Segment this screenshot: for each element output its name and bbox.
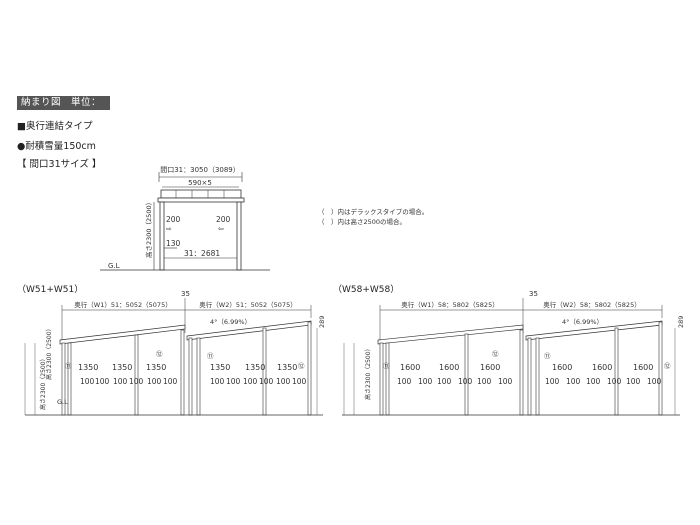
left-post-11: 100 (276, 377, 291, 386)
right-span-3: 1600 (480, 363, 500, 372)
left-post-10: 100 (259, 377, 274, 386)
size-heading: 【 間口31サイズ 】 (17, 159, 102, 170)
left-span-6: 1350 (277, 363, 297, 372)
left-marker-1: ⑪ (65, 362, 72, 370)
left-right-height: 289 (318, 316, 326, 328)
left-post-6: 100 (163, 377, 178, 386)
left-joint: 35 (181, 290, 190, 298)
left-height-a: 高さ2300（2500） (45, 325, 53, 380)
right-post-8: 100 (566, 377, 581, 386)
arrow-right-icon: ⇨ (166, 225, 172, 233)
left-post-12: 100 (292, 377, 307, 386)
right-span-1: 1600 (400, 363, 420, 372)
right-marker-1: ⑪ (383, 362, 390, 370)
right-span-5: 1600 (592, 363, 612, 372)
left-marker-4: ⑫ (298, 362, 305, 370)
right-post-5: 100 (477, 377, 492, 386)
left-post-3: 100 (113, 377, 128, 386)
front-elevation-drawing: 間口31：3050（3089） 590×5 200 ⇨ 200 ⇦ 130 31… (100, 166, 270, 271)
right-section-title: （W58+W58） (333, 285, 400, 295)
units-badge: 納まり図 単位：mm (17, 96, 110, 122)
left-span-1: 1350 (78, 363, 98, 372)
left-post-8: 100 (226, 377, 241, 386)
left-post-4: 100 (129, 377, 144, 386)
right-post-7: 100 (545, 377, 560, 386)
right-section-drawing: 奥行（W1）58：5802（5825） 奥行（W2）58：5802（5825） … (342, 290, 685, 416)
left-post-2: 100 (95, 377, 110, 386)
right-post-4: 100 (458, 377, 473, 386)
right-post-2: 100 (418, 377, 433, 386)
left-span-4: 1350 (210, 363, 230, 372)
right-marker-4: ⑫ (664, 362, 671, 370)
right-post-12: 100 (647, 377, 662, 386)
left-height-b: 高さ2300（2500） (39, 355, 47, 410)
front-eave-label: 130 (166, 239, 181, 248)
note-deluxe: （ ）内はデラックスタイプの場合。 (318, 208, 429, 216)
front-side-left: 200 (166, 215, 181, 224)
left-slope: 4°（6.99%） (210, 318, 251, 326)
left-marker-3: ⑪ (207, 352, 214, 360)
left-span-3: 1350 (146, 363, 166, 372)
right-right-height: 289 (677, 316, 685, 328)
left-span-2: 1350 (112, 363, 132, 372)
left-post-5: 100 (147, 377, 162, 386)
left-post-9: 100 (243, 377, 258, 386)
left-depth-2: 奥行（W2）51：5052（5075） (199, 300, 296, 309)
left-post-1: 100 (80, 377, 95, 386)
right-depth-1: 奥行（W1）58：5802（5825） (401, 300, 498, 309)
left-post-7: 100 (210, 377, 225, 386)
right-post-10: 100 (607, 377, 622, 386)
right-depth-2: 奥行（W2）58：5802（5825） (543, 300, 640, 309)
right-post-9: 100 (586, 377, 601, 386)
left-marker-2: ⑫ (156, 350, 163, 358)
right-post-11: 100 (626, 377, 641, 386)
type-heading: ■奥行連結タイプ (17, 121, 93, 132)
right-post-6: 100 (498, 377, 513, 386)
right-span-4: 1600 (552, 363, 572, 372)
front-panels-label: 590×5 (188, 179, 212, 187)
front-height-label: 高さ2300（2500） (144, 199, 153, 258)
right-span-2: 1600 (439, 363, 459, 372)
right-span-6: 1600 (633, 363, 653, 372)
left-depth-1: 奥行（W1）51：5052（5075） (74, 300, 171, 309)
front-inner-label: 31：2681 (184, 249, 220, 258)
arrow-left-icon: ⇦ (218, 225, 224, 233)
front-opening-label: 間口31：3050（3089） (160, 166, 240, 174)
front-gl-label: G.L (108, 262, 120, 270)
right-joint: 35 (529, 290, 538, 298)
right-marker-3: ⑪ (544, 352, 551, 360)
left-section-drawing: 奥行（W1）51：5052（5075） 奥行（W2）51：5052（5075） … (24, 290, 326, 416)
right-post-3: 100 (437, 377, 452, 386)
left-section-title: （W51+W51） (17, 285, 84, 295)
left-gl: G.L (57, 398, 68, 406)
snow-load-heading: ●耐積雪量150cm (17, 141, 96, 152)
right-slope: 4°（6.99%） (562, 318, 603, 326)
right-height-a: 高さ2300（2500） (364, 345, 372, 400)
right-marker-2: ⑫ (492, 350, 499, 358)
right-post-1: 100 (397, 377, 412, 386)
left-span-5: 1350 (245, 363, 265, 372)
front-side-right: 200 (216, 215, 231, 224)
note-height: （ ）内は高さ2500の場合。 (318, 218, 407, 226)
